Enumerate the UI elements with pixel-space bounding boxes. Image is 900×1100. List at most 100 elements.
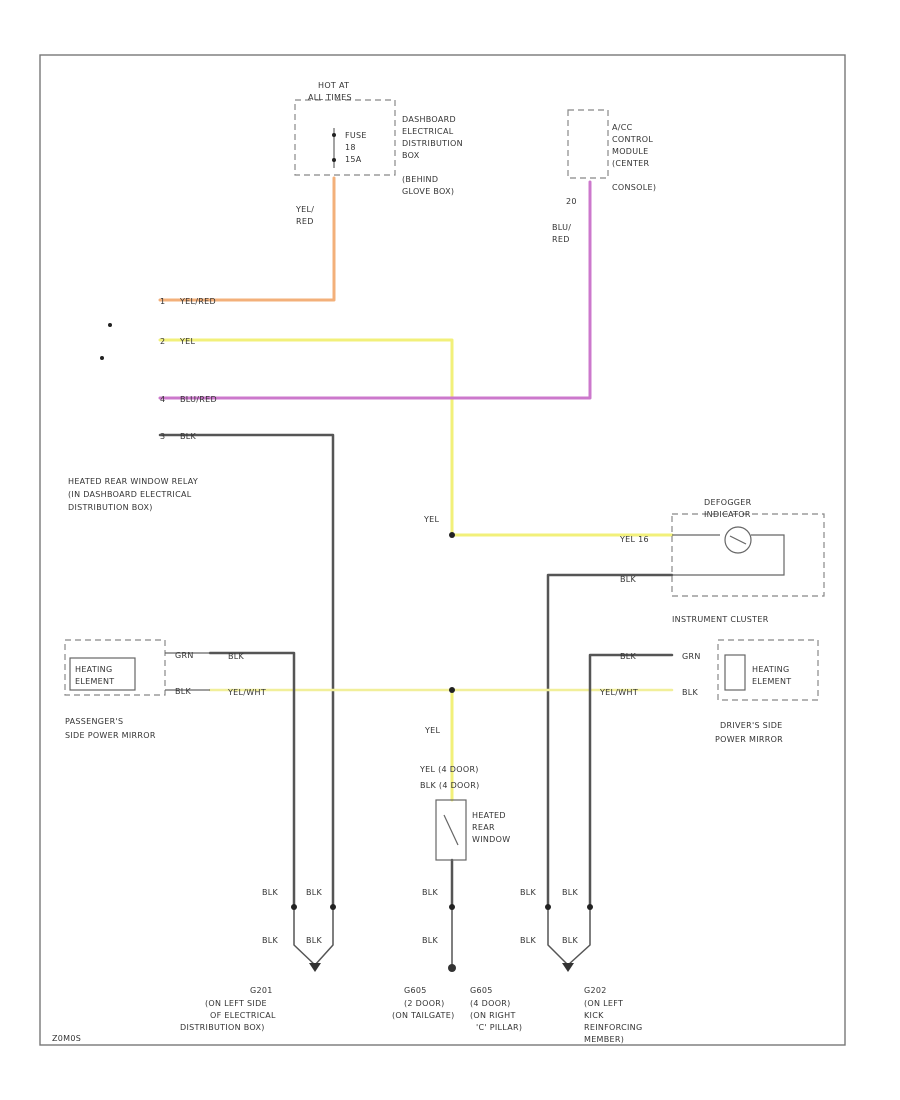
drv-label-2: POWER MIRROR	[715, 735, 783, 744]
g605-2door-line-1: G605	[404, 986, 427, 995]
fuse-rating: 15A	[345, 155, 362, 164]
fuse-number: 18	[345, 143, 356, 152]
drv-pin-2: BLK	[682, 688, 699, 697]
dash-box-line-1: DASHBOARD	[402, 115, 456, 124]
wire-yel-red	[158, 176, 336, 302]
gnd-blk-5a: BLK	[520, 936, 537, 945]
rear-yel-label: YEL	[424, 726, 441, 735]
rear-name-3: WINDOW	[472, 835, 510, 844]
relay-label-1: HEATED REAR WINDOW RELAY	[68, 477, 198, 486]
g201-line-1: G201	[250, 986, 273, 995]
relay-pins: 1 YEL/RED 2 YEL 4 BLU/RED 3 BLK	[100, 297, 217, 441]
drivers-side-mirror: HEATING ELEMENT BLK GRN YEL/WHT BLK DRIV…	[599, 639, 819, 744]
g605-4door-line-4: 'C' PILLAR)	[476, 1023, 522, 1032]
relay-pin-1-num: 1	[160, 297, 165, 306]
drv-label-1: DRIVER'S SIDE	[720, 721, 783, 730]
g605-4door-line-2: (4 DOOR)	[470, 999, 511, 1008]
wires	[158, 176, 674, 966]
relay-pin-1-color: YEL/RED	[179, 297, 216, 306]
hot-at-line-2: ALL TIMES	[308, 93, 352, 102]
pass-label-2: SIDE POWER MIRROR	[65, 731, 156, 740]
gnd-blk-3a: BLK	[422, 888, 439, 897]
indicator-line-2: INDICATOR	[704, 510, 751, 519]
rear-door-label-2: BLK (4 DOOR)	[420, 781, 480, 790]
g605-2door-line-2: (2 DOOR)	[404, 999, 445, 1008]
ground-symbol-g201	[309, 963, 321, 972]
wire-blk-drv-mirror	[588, 653, 674, 907]
acc-line-3: MODULE	[612, 147, 649, 156]
pass-element-line-2: ELEMENT	[75, 677, 115, 686]
gnd-blk-1a: BLK	[262, 888, 279, 897]
gnd-blk-3b: BLK	[422, 936, 439, 945]
gnd-blk-4b: BLK	[562, 888, 579, 897]
instrument-cluster: YEL DEFOGGER INDICATOR YEL 16 BLK INSTRU…	[423, 498, 825, 624]
wire-label-yel-red-2: RED	[296, 217, 314, 226]
diagram-id: Z0M0S	[52, 1034, 81, 1043]
acc-line-4: (CENTER	[612, 159, 649, 168]
g201-line-2: (ON LEFT SIDE	[205, 999, 267, 1008]
cluster-pin-blk: BLK	[620, 575, 637, 584]
wire-label-yel-red-1: YEL/	[295, 205, 314, 214]
indicator-lamp-icon	[724, 526, 752, 554]
acc-control-module: A/CC CONTROL MODULE (CENTER CONSOLE) 20	[566, 109, 656, 206]
cluster-yel-label: YEL	[423, 515, 440, 524]
dash-box-line-4: BOX	[402, 151, 420, 160]
acc-pin-number: 20	[566, 197, 577, 206]
wire-blu-red	[158, 180, 592, 400]
drv-pin-1: GRN	[682, 652, 701, 661]
drv-wire-blk: BLK	[620, 652, 637, 661]
g605-4door-line-3: (ON RIGHT	[470, 1011, 516, 1020]
ground-leads-g1	[293, 904, 334, 966]
wire-yel-main	[158, 338, 454, 537]
ground-points: BLK BLK BLK BLK BLK BLK BLK BLK BLK BLK …	[180, 888, 642, 1044]
acc-line-1: A/CC	[612, 123, 633, 132]
dash-box-line-5: (BEHIND	[402, 175, 438, 184]
cluster-name: INSTRUMENT CLUSTER	[672, 615, 769, 624]
ground-leads-g4	[547, 904, 591, 966]
g202-line-1: G202	[584, 986, 607, 995]
acc-line-5: CONSOLE)	[612, 183, 656, 192]
diagram-frame	[39, 54, 846, 1046]
pass-wire-yw: YEL/WHT	[227, 688, 266, 697]
pass-wire-blk: BLK	[228, 652, 245, 661]
gnd-blk-2b: BLK	[306, 936, 323, 945]
passenger-side-mirror: HEATING ELEMENT GRN BLK BLK YEL/WHT PASS…	[64, 639, 266, 740]
gnd-blk-4a: BLK	[520, 888, 537, 897]
g202-line-2: (ON LEFT	[584, 999, 623, 1008]
relay-pin-4-num: 4	[160, 395, 165, 404]
dash-box-line-6: GLOVE BOX)	[402, 187, 454, 196]
g605-4door-line-1: G605	[470, 986, 493, 995]
pass-label-1: PASSENGER'S	[65, 717, 123, 726]
relay-pin-2-num: 2	[160, 337, 165, 346]
heated-rear-window: YEL YEL (4 DOOR) BLK (4 DOOR) HEATED REA…	[419, 687, 510, 861]
relay-label-3: DISTRIBUTION BOX)	[68, 503, 153, 512]
relay-pin-3-color: BLK	[180, 432, 197, 441]
relay-pin-4-color: BLU/RED	[180, 395, 217, 404]
hot-at-line-1: HOT AT	[318, 81, 349, 90]
wire-blk-pass-mirror	[208, 651, 296, 907]
pass-pin-2: BLK	[175, 687, 192, 696]
relay-pin-2-color: YEL	[179, 337, 196, 346]
gnd-blk-2a: BLK	[262, 936, 279, 945]
gnd-blk-5b: BLK	[562, 936, 579, 945]
cluster-pin-yel: YEL 16	[619, 535, 649, 544]
g201-line-3: OF ELECTRICAL	[210, 1011, 276, 1020]
acc-line-2: CONTROL	[612, 135, 653, 144]
dashboard-fuse-box: HOT AT ALL TIMES FUSE 18 15A DASHBOARD E…	[294, 81, 463, 196]
dash-box-line-3: DISTRIBUTION	[402, 139, 463, 148]
pass-pin-1: GRN	[175, 651, 194, 660]
drv-element-line-1: HEATING	[752, 665, 789, 674]
wire-label-blu-red-2: RED	[552, 235, 570, 244]
wire-blk-cluster	[546, 573, 674, 907]
drv-wire-yw: YEL/WHT	[599, 688, 638, 697]
g202-line-4: REINFORCING	[584, 1023, 642, 1032]
drv-element-line-2: ELEMENT	[752, 677, 792, 686]
ground-symbol-g605	[448, 964, 456, 972]
indicator-line-1: DEFOGGER	[704, 498, 752, 507]
g201-line-4: DISTRIBUTION BOX)	[180, 1023, 265, 1032]
pass-element-line-1: HEATING	[75, 665, 112, 674]
rear-name-2: REAR	[472, 823, 495, 832]
g202-line-3: KICK	[584, 1011, 604, 1020]
ground-symbol-g202	[562, 963, 574, 972]
